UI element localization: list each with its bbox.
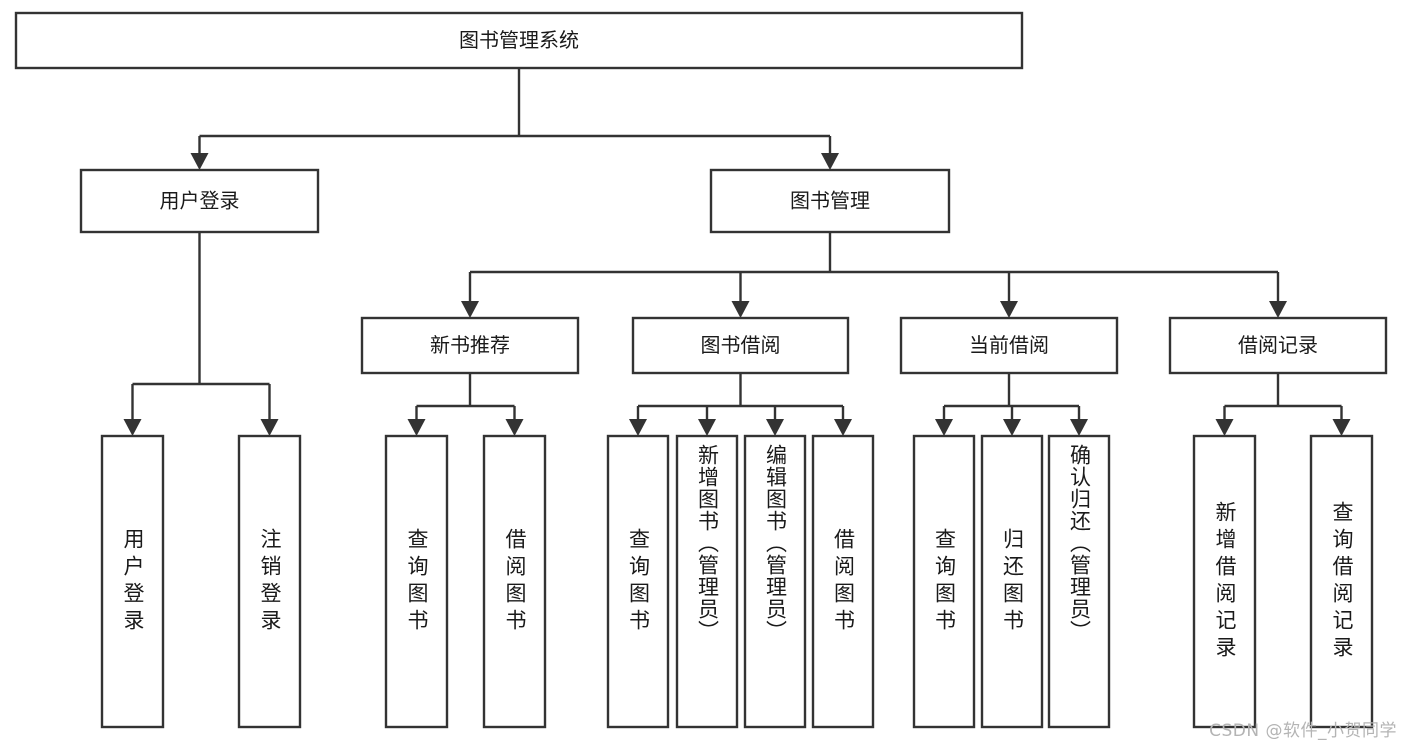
connector-layer [123, 68, 1351, 436]
arrow-head-icon [461, 301, 479, 318]
arrow-head-icon [766, 419, 784, 436]
leaf-node-box[interactable] [1047, 434, 1111, 729]
leaf-node-box[interactable] [811, 434, 875, 729]
level3-node-label: 当前借阅 [969, 333, 1049, 357]
arrow-head-icon [1215, 419, 1234, 436]
watermark-text: CSDN @软件_小贺同学 [1209, 721, 1397, 741]
leaf-node-box[interactable] [675, 434, 739, 729]
leaf-node-box[interactable] [1192, 434, 1257, 729]
level2-node-box[interactable] [79, 168, 320, 234]
level3-node-label: 借阅记录 [1238, 333, 1318, 357]
level3-node-box[interactable] [631, 316, 850, 375]
level3-node-box[interactable] [360, 316, 580, 375]
arrow-head-icon [1000, 301, 1018, 318]
arrow-head-icon [190, 153, 209, 170]
arrow-head-icon [123, 419, 142, 436]
leaf-node-box[interactable] [237, 434, 302, 729]
arrow-head-icon [731, 301, 750, 318]
arrow-head-icon [821, 153, 839, 170]
arrow-head-icon [407, 419, 426, 436]
arrow-head-icon [260, 419, 279, 436]
leaf-node-box[interactable] [743, 434, 807, 729]
leaf-node-box[interactable] [384, 434, 449, 729]
arrow-head-icon [1003, 419, 1021, 436]
level3-node-box[interactable] [899, 316, 1119, 375]
root-node-box[interactable] [14, 11, 1024, 70]
arrow-head-icon [834, 419, 852, 436]
arrow-head-icon [1070, 419, 1088, 436]
leaf-node-box[interactable] [912, 434, 976, 729]
arrow-head-icon [1332, 419, 1351, 436]
level3-node-box[interactable] [1168, 316, 1388, 375]
leaf-node-box[interactable] [980, 434, 1044, 729]
level3-node-label: 新书推荐 [430, 333, 510, 357]
arrow-head-icon [629, 419, 647, 436]
level3-node-label: 图书借阅 [701, 333, 781, 357]
arrow-head-icon [935, 419, 953, 436]
root-node-label: 图书管理系统 [459, 28, 579, 52]
leaf-node-box[interactable] [1309, 434, 1374, 729]
arrow-head-icon [698, 419, 716, 436]
level2-node-label: 用户登录 [160, 189, 240, 213]
leaf-node-box[interactable] [606, 434, 670, 729]
box-layer [14, 11, 1388, 729]
arrow-head-icon [505, 419, 524, 436]
leaf-node-box[interactable] [482, 434, 547, 729]
level2-node-box[interactable] [709, 168, 951, 234]
leaf-node-box[interactable] [100, 434, 165, 729]
level2-node-label: 图书管理 [790, 189, 870, 213]
arrow-head-icon [1269, 301, 1287, 318]
